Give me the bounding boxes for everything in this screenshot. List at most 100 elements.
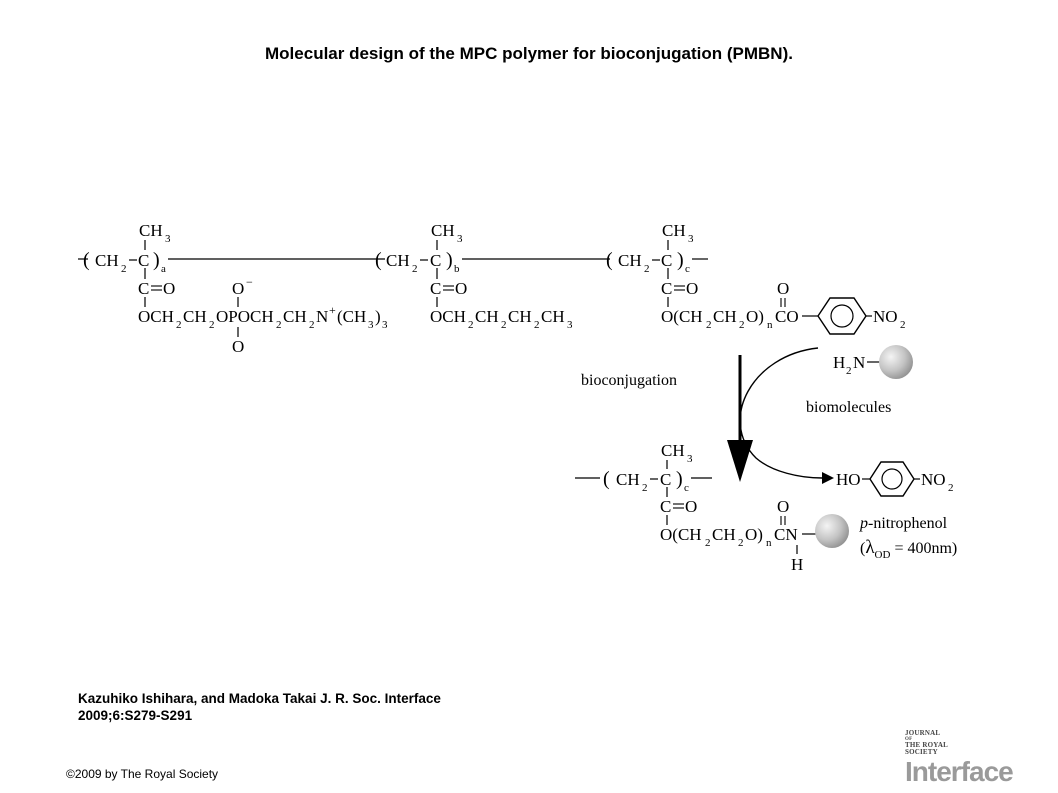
svg-text:C: C [138, 251, 149, 270]
svg-text:): ) [446, 249, 453, 271]
logo-line-3: THE ROYAL [905, 741, 948, 749]
svg-text:3: 3 [688, 233, 694, 245]
svg-text:2: 2 [276, 319, 282, 331]
svg-text:CH: CH [712, 525, 736, 544]
svg-text:+: + [329, 303, 336, 317]
svg-text:O: O [163, 279, 175, 298]
svg-text:(: ( [375, 249, 382, 271]
svg-text:(: ( [606, 249, 613, 271]
svg-text:O: O [686, 279, 698, 298]
p-nitrophenol-label: p-nitrophenol [859, 515, 948, 532]
svg-text:CH: CH [386, 251, 410, 270]
svg-text:CH: CH [139, 221, 163, 240]
lambda-od-label: (λOD = 400nm) [860, 537, 957, 561]
svg-text:CH: CH [618, 251, 642, 270]
svg-text:NO: NO [873, 307, 898, 326]
svg-text:n: n [766, 537, 772, 549]
svg-text:C: C [660, 470, 671, 489]
svg-text:O: O [777, 279, 789, 298]
svg-text:CH: CH [508, 307, 532, 326]
citation-line-2: 2009;6:S279-S291 [78, 708, 193, 723]
svg-text:CH: CH [431, 221, 455, 240]
svg-text:C: C [661, 279, 672, 298]
svg-text:CH: CH [95, 251, 119, 270]
svg-text:3: 3 [368, 319, 374, 331]
bma-unit: ( CH 2 C ) b CH 3 C O OCH 2 CH 2 CH 2 CH… [375, 221, 610, 331]
subscript-a: a [161, 263, 166, 275]
svg-text:2: 2 [846, 365, 852, 377]
svg-text:2: 2 [501, 319, 507, 331]
svg-text:NO: NO [921, 470, 946, 489]
svg-text:C: C [430, 251, 441, 270]
amine-biomolecule: H 2 N [833, 345, 913, 379]
svg-text:C: C [660, 497, 671, 516]
svg-text:C: C [661, 251, 672, 270]
copyright-notice: ©2009 by The Royal Society [66, 767, 219, 781]
svg-text:c: c [684, 482, 689, 494]
svg-text:): ) [677, 249, 684, 271]
svg-text:CH: CH [662, 221, 686, 240]
svg-text:2: 2 [309, 319, 315, 331]
journal-logo: JOURNAL OF THE ROYAL SOCIETY Interface [905, 729, 1015, 786]
amide-h: H [791, 555, 803, 574]
svg-text:3: 3 [457, 233, 463, 245]
curved-arrow [739, 347, 834, 484]
svg-text:CH: CH [616, 470, 640, 489]
svg-text:2: 2 [706, 319, 712, 331]
svg-text:O): O) [745, 525, 763, 544]
subscript-b: b [454, 263, 460, 275]
svg-text:OCH: OCH [138, 307, 174, 326]
svg-text:2: 2 [948, 482, 954, 494]
svg-text:(: ( [603, 468, 610, 490]
svg-text:CH: CH [713, 307, 737, 326]
logo-line-2: OF [905, 737, 913, 742]
svg-text:2: 2 [412, 263, 418, 275]
biomolecules-label: biomolecules [806, 399, 891, 416]
svg-text:2: 2 [534, 319, 540, 331]
svg-text:O: O [685, 497, 697, 516]
svg-text:3: 3 [382, 319, 388, 331]
logo-line-1: JOURNAL [905, 729, 941, 737]
svg-text:−: − [246, 275, 253, 289]
conjugated-biomolecule-sphere [815, 514, 849, 548]
svg-text:CH: CH [475, 307, 499, 326]
svg-text:2: 2 [900, 319, 906, 331]
svg-text:2: 2 [642, 482, 648, 494]
svg-text:OPOCH: OPOCH [216, 307, 274, 326]
svg-text:O): O) [746, 307, 764, 326]
svg-text:CN: CN [774, 525, 798, 544]
svg-text:2: 2 [644, 263, 650, 275]
svg-text:(: ( [83, 249, 90, 271]
svg-text:OCH: OCH [430, 307, 466, 326]
subscript-c: c [685, 263, 690, 275]
svg-text:CH: CH [183, 307, 207, 326]
svg-text:H: H [833, 353, 845, 372]
svg-text:O: O [232, 337, 244, 356]
svg-text:): ) [676, 468, 683, 490]
svg-text:N: N [316, 307, 328, 326]
svg-text:O: O [455, 279, 467, 298]
svg-text:2: 2 [121, 263, 127, 275]
svg-text:3: 3 [567, 319, 573, 331]
bioconjugation-label: bioconjugation [581, 372, 677, 389]
svg-text:CH: CH [661, 441, 685, 460]
svg-text:O(CH: O(CH [660, 525, 702, 544]
svg-text:): ) [375, 307, 381, 326]
svg-text:3: 3 [687, 453, 693, 465]
logo-wordmark: Interface [905, 756, 1014, 787]
logo-line-4: SOCIETY [905, 748, 938, 756]
svg-text:O: O [232, 279, 244, 298]
svg-text:O: O [777, 497, 789, 516]
svg-text:CO: CO [775, 307, 799, 326]
svg-text:HO: HO [836, 470, 861, 489]
mpc-unit: ( CH 2 C ) a CH 3 C O O − OCH 2 CH 2 OPO… [78, 221, 388, 356]
svg-text:2: 2 [705, 537, 711, 549]
svg-text:O(CH: O(CH [661, 307, 703, 326]
citation: Kazuhiko Ishihara, and Madoka Takai J. R… [78, 690, 441, 724]
svg-text:3: 3 [165, 233, 171, 245]
meonp-unit: ( CH 2 C ) c CH 3 C O O(CH 2 CH 2 O) n C… [606, 221, 906, 335]
svg-text:n: n [767, 319, 773, 331]
svg-text:N: N [853, 353, 865, 372]
svg-text:C: C [138, 279, 149, 298]
conjugate-unit: ( CH 2 C ) c CH 3 C O O(CH 2 CH 2 O) n C… [575, 441, 849, 574]
